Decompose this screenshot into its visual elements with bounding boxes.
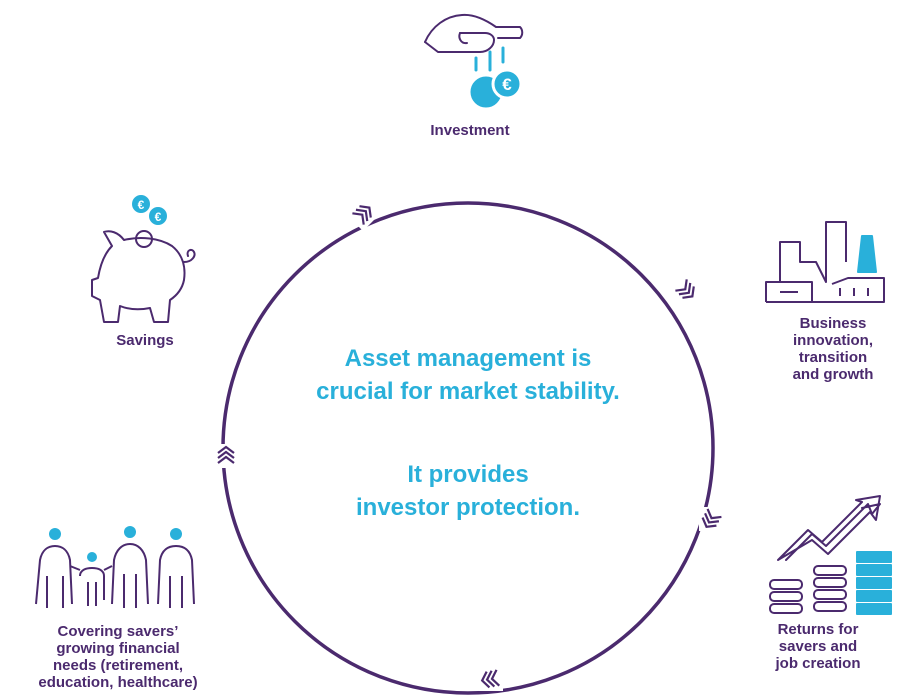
hand-dropping-coins-icon: € — [424, 13, 524, 111]
label-line: Covering savers’ — [57, 623, 179, 640]
chevron-arrow-icon — [699, 507, 723, 531]
label-business: Business innovation, transition and grow… — [768, 315, 898, 383]
chevron-arrow-icon — [479, 667, 503, 691]
label-line: and growth — [792, 366, 874, 383]
label-returns: Returns for savers and job creation — [748, 621, 888, 672]
center-line: Asset management is — [344, 345, 592, 372]
center-line: It provides — [407, 461, 529, 488]
label-line: Returns for — [777, 621, 859, 638]
center-statement: It provides investor protection. — [268, 458, 668, 524]
chevron-arrow-icon — [346, 197, 380, 231]
chevron-arrow-icon — [214, 444, 238, 468]
label-line: education, healthcare) — [38, 674, 198, 691]
label-investment: Investment — [430, 122, 510, 139]
label-line: needs (retirement, — [52, 657, 184, 674]
svg-text:€: € — [502, 75, 512, 94]
piggy-bank-icon: € € — [91, 193, 196, 323]
growth-chart-coins-icon — [769, 495, 892, 615]
svg-text:€: € — [155, 210, 162, 224]
center-line: investor protection. — [355, 494, 581, 521]
label-line: savers and — [778, 638, 858, 655]
label-line: growing financial — [56, 640, 180, 657]
svg-text:€: € — [138, 198, 145, 212]
label-savings: Savings — [116, 332, 174, 349]
label-line: job creation — [775, 655, 861, 672]
label-line: transition — [798, 349, 868, 366]
label-needs: Covering savers’ growing financial needs… — [0, 623, 236, 691]
center-line: crucial for market stability. — [316, 378, 620, 405]
family-icon — [35, 526, 195, 608]
chevron-arrow-icon — [674, 278, 698, 302]
factory-icon — [765, 221, 885, 303]
cycle-circle — [221, 201, 715, 695]
center-statement: Asset management is crucial for market s… — [268, 342, 668, 408]
label-line: Business — [799, 315, 867, 332]
label-line: innovation, — [793, 332, 873, 349]
